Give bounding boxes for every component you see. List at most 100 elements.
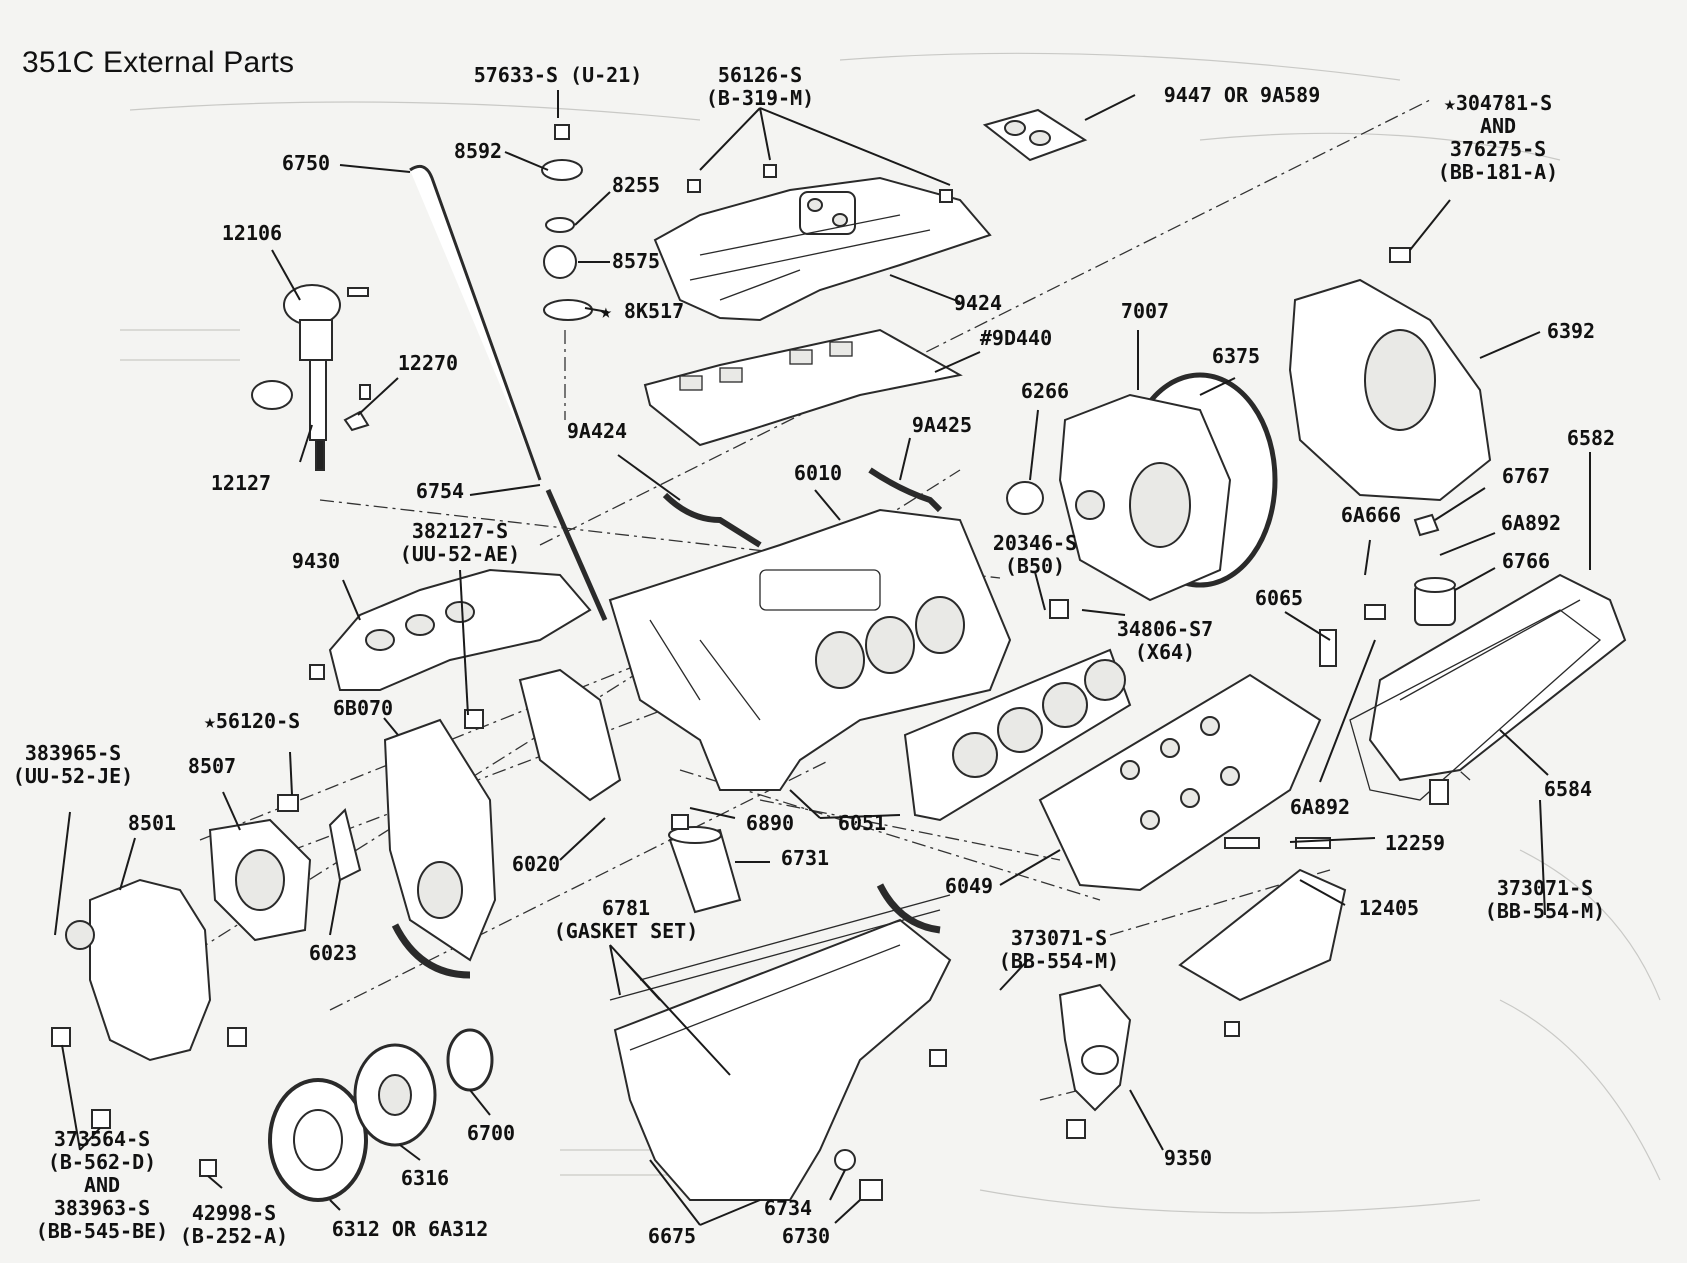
distributor-12106	[251, 284, 341, 471]
part-label-line: 6675	[648, 1224, 696, 1248]
crankshaft-seal-retainer-6020	[518, 668, 622, 802]
part-label-line: 12259	[1385, 831, 1445, 855]
distributor-clamp-12270	[343, 410, 370, 432]
part-label-line: (BB-545-BE)	[36, 1219, 168, 1243]
part-label-line: 6023	[309, 941, 357, 965]
part-label-line: 8255	[612, 173, 660, 197]
pcv-elbow-6767	[1413, 513, 1440, 537]
valve-cover-6582	[1368, 573, 1627, 782]
part-label-56126: 56126-S(B-319-M)	[706, 63, 814, 110]
part-label-line: 6731	[781, 846, 829, 870]
part-label-9d440: #9D440	[980, 326, 1052, 350]
part-label-line: 9424	[954, 291, 1002, 315]
part-label-line: (BB-181-A)	[1438, 160, 1558, 184]
crankshaft-pulley-6312	[268, 1078, 368, 1202]
part-label-6700: 6700	[467, 1121, 515, 1145]
part-label-6754: 6754	[416, 479, 464, 503]
part-label-6375: 6375	[1212, 344, 1260, 368]
part-label-6766: 6766	[1502, 549, 1550, 573]
part-label-6b070: 6B070	[333, 696, 393, 720]
freeze-plug-6266	[1006, 481, 1044, 515]
part-label-line: 373071-S	[1011, 926, 1107, 950]
part-label-line: 9430	[292, 549, 340, 573]
timing-cover-plate-6B070	[383, 718, 497, 962]
part-label-6392: 6392	[1547, 319, 1595, 343]
part-label-line: #9D440	[980, 326, 1052, 350]
part-label-line: 6375	[1212, 344, 1260, 368]
part-label-8k517: ★ 8K517	[600, 299, 684, 323]
part-label-line: 376275-S	[1450, 137, 1546, 161]
part-label-line: 373071-S	[1497, 876, 1593, 900]
part-label-6731: 6731	[781, 846, 829, 870]
part-label-line: (GASKET SET)	[554, 919, 699, 943]
part-label-line: 42998-S	[192, 1201, 276, 1225]
part-label-8255: 8255	[612, 173, 660, 197]
front-cover-12405	[1178, 868, 1347, 1002]
part-label-line: 9A425	[912, 413, 972, 437]
part-label-6767: 6767	[1502, 464, 1550, 488]
gasket-6023	[328, 808, 362, 882]
part-label-9424: 9424	[954, 291, 1002, 315]
part-label-line: 8575	[612, 249, 660, 273]
part-label-6675: 6675	[648, 1224, 696, 1248]
part-label-8507: 8507	[188, 754, 236, 778]
part-label-line: (X64)	[1135, 640, 1195, 664]
part-label-line: 6049	[945, 874, 993, 898]
part-label-6584: 6584	[1544, 777, 1592, 801]
part-label-line: AND	[1480, 114, 1516, 138]
dipstick-tube-6754	[545, 488, 608, 622]
part-label-line: 8592	[454, 139, 502, 163]
part-label-12127: 12127	[211, 471, 271, 495]
part-label-line: ★304781-S	[1444, 91, 1552, 115]
part-label-8575: 8575	[612, 249, 660, 273]
part-label-9a424: 9A424	[567, 419, 627, 443]
part-label-6010: 6010	[794, 461, 842, 485]
part-label-line: 6010	[794, 461, 842, 485]
part-label-line: 382127-S	[412, 519, 508, 543]
part-label-12259: 12259	[1385, 831, 1445, 855]
part-label-line: 383963-S	[54, 1196, 150, 1220]
part-label-6020: 6020	[512, 852, 560, 876]
part-label-9a425: 9A425	[912, 413, 972, 437]
part-label-line: (B-319-M)	[706, 86, 814, 110]
part-label-line: 6051	[838, 811, 886, 835]
part-label-7007: 7007	[1121, 299, 1169, 323]
part-label-line: 6A892	[1501, 511, 1561, 535]
small-fasteners	[51, 124, 1449, 1201]
fuel-pump-9350	[1058, 983, 1132, 1112]
part-label-383965: 383965-S(UU-52-JE)	[13, 741, 133, 788]
part-label-20346: 20346-S(B50)	[993, 531, 1077, 578]
part-label-line: ★56120-S	[204, 709, 300, 733]
part-label-line: AND	[84, 1173, 120, 1197]
part-label-line: 8501	[128, 811, 176, 835]
vibration-damper-6316	[353, 1043, 437, 1147]
part-label-line: 12127	[211, 471, 271, 495]
part-label-line: (BB-554-M)	[1485, 899, 1605, 923]
page-title: 351C External Parts	[22, 46, 295, 79]
part-label-line: 56126-S	[718, 63, 802, 87]
part-label-line: (B50)	[1005, 554, 1065, 578]
part-label-line: 57633-S (U-21)	[474, 63, 643, 87]
part-label-6023: 6023	[309, 941, 357, 965]
water-pump-gasket-8507	[208, 818, 312, 942]
part-labels: 57633-S (U-21) 56126-S(B-319-M) 9447 OR 9A…	[13, 63, 1615, 1248]
part-label-line: 6700	[467, 1121, 515, 1145]
part-label-6049: 6049	[945, 874, 993, 898]
part-label-42998: 42998-S(B-252-A)	[180, 1201, 288, 1248]
engine-rear-plate-7007	[1058, 393, 1232, 602]
part-label-6730: 6730	[782, 1224, 830, 1248]
part-label-line: 12106	[222, 221, 282, 245]
part-label-6266: 6266	[1021, 379, 1069, 403]
part-label-9447: 9447 OR 9A589	[1164, 83, 1321, 107]
part-label-line: 373564-S	[54, 1127, 150, 1151]
head-gasket-6051	[903, 648, 1132, 822]
part-label-line: 9447 OR 9A589	[1164, 83, 1321, 107]
part-label-line: 6766	[1502, 549, 1550, 573]
part-label-6312: 6312 OR 6A312	[332, 1217, 489, 1241]
part-label-line: 12405	[1359, 896, 1419, 920]
part-label-line: 6582	[1567, 426, 1615, 450]
part-label-line: 383965-S	[25, 741, 121, 765]
